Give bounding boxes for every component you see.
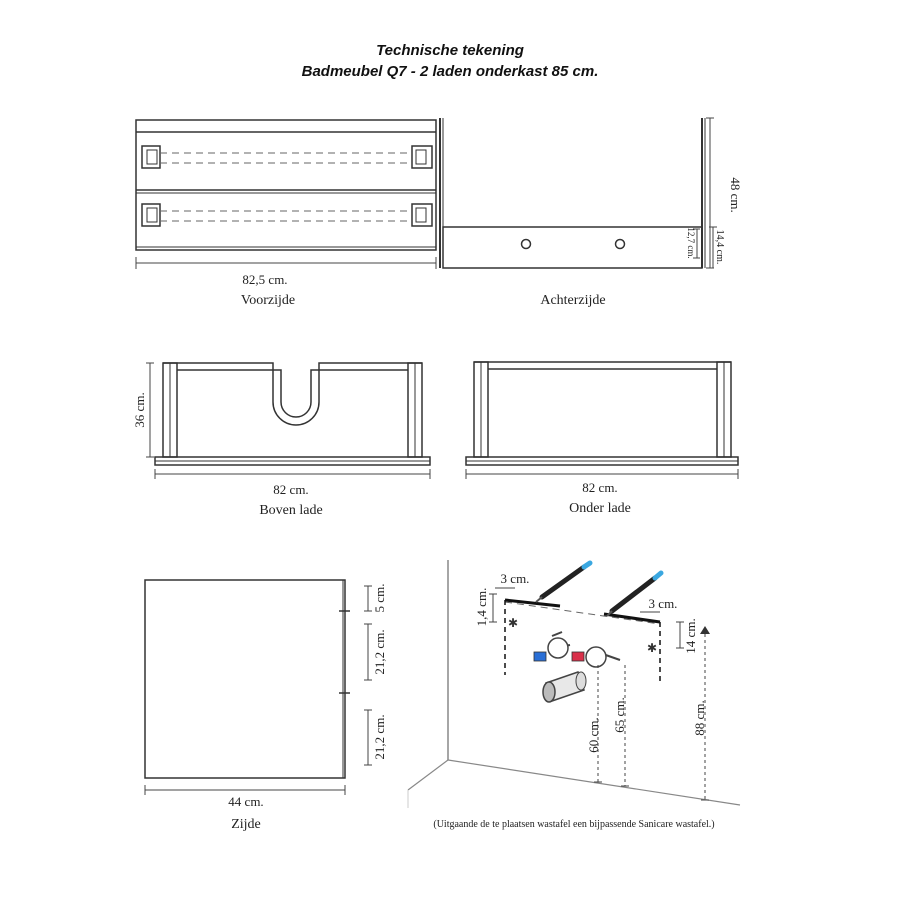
bracket-left	[504, 598, 561, 608]
back-hole-left	[520, 238, 532, 250]
back-hole-right	[614, 238, 626, 250]
bottom-drawer-width-label: 82 cm.	[582, 480, 617, 495]
right-offset-label: 3 cm.	[649, 596, 678, 611]
side-dim-1: 5 cm.	[372, 584, 387, 613]
left-offset-label: 3 cm.	[501, 571, 530, 586]
side-outline	[144, 579, 346, 779]
screw-right-icon: ✱	[647, 641, 657, 655]
screw-left-icon: ✱	[508, 616, 518, 630]
total-height-label: 88 cm.	[692, 700, 707, 735]
drain-pipe-icon	[542, 671, 587, 703]
top-drawer-width-label: 82 cm.	[273, 482, 308, 497]
side-width-label: 44 cm.	[228, 794, 263, 809]
back-panel-label: 14,4 cm.	[714, 230, 725, 265]
side-dim-2: 21,2 cm.	[372, 629, 387, 674]
installation-diagram: ✱ ✱ 3 cm. 3 cm. 1,4 cm. 14 cm.	[407, 560, 741, 830]
installation-note: (Uitgaande de te plaatsen wastafel een b…	[433, 819, 714, 830]
left-height-label: 1,4 cm.	[474, 588, 489, 627]
basin-line	[504, 601, 661, 625]
front-width-label: 82,5 cm.	[242, 272, 287, 287]
side-view: 5 cm. 21,2 cm. 21,2 cm. 44 cm. Zijde	[144, 579, 387, 832]
drawer-2-handle	[141, 203, 433, 227]
tap-cold-icon	[533, 631, 571, 662]
top-drawer-caption: Boven lade	[259, 503, 322, 518]
bracket-right	[603, 612, 661, 624]
bottom-drawer-view: 82 cm. Onder lade	[465, 361, 739, 516]
pencil-right-icon	[606, 570, 664, 617]
drain-height-label: 60 cm.	[586, 717, 601, 752]
side-dim-3: 21,2 cm.	[372, 714, 387, 759]
right-height-label: 14 cm.	[683, 618, 698, 653]
title-line-2: Badmeubel Q7 - 2 laden onderkast 85 cm.	[301, 63, 599, 80]
title-block: Technische tekening Badmeubel Q7 - 2 lad…	[0, 40, 900, 82]
front-view: 82,5 cm. Voorzijde	[135, 119, 437, 308]
back-hole-label: 12,7 cm.	[686, 227, 696, 258]
back-height-label: 48 cm.	[728, 177, 743, 212]
pencil-left-icon	[535, 560, 593, 603]
tap-height-label: 65 cm.	[612, 697, 627, 732]
tap-hot-icon	[571, 646, 621, 668]
top-drawer-depth-label: 36 cm.	[132, 392, 147, 427]
back-panel	[442, 226, 703, 269]
back-caption: Achterzijde	[540, 293, 605, 308]
title-line-1: Technische tekening	[376, 42, 524, 59]
bottom-drawer-caption: Onder lade	[569, 501, 631, 516]
front-caption: Voorzijde	[241, 293, 295, 308]
front-outline	[135, 119, 437, 251]
top-drawer-back	[163, 362, 422, 426]
top-drawer-view: 36 cm. 82 cm. Boven lade	[132, 362, 431, 518]
side-caption: Zijde	[231, 817, 261, 832]
drawer-1-handle	[141, 145, 433, 169]
back-view: 12,7 cm. 48 cm. 14,4 cm. Achterzijde	[439, 117, 743, 308]
